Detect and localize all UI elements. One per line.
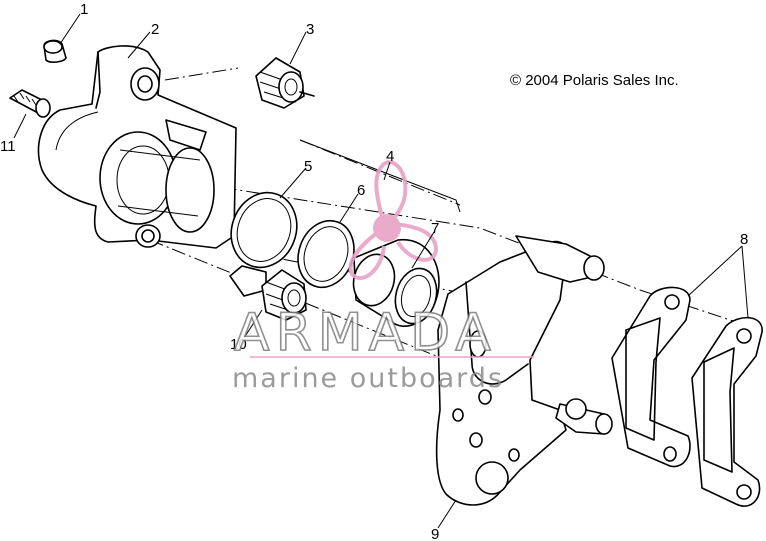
watermark-tagline: marine outboards: [232, 363, 504, 394]
propeller-blade: [374, 160, 408, 224]
callout-6: 6: [357, 182, 365, 199]
propeller-blade: [348, 230, 386, 281]
part-pin-boot-lower: [229, 265, 307, 321]
part-caliper-body: [37, 45, 237, 249]
callout-1: 1: [80, 1, 88, 18]
callout-8: 8: [740, 231, 748, 248]
watermark-propeller-logo: [348, 160, 439, 281]
copyright-notice: © 2004 Polaris Sales Inc.: [510, 72, 679, 89]
callout-2: 2: [151, 21, 159, 38]
callout-labels: 1 2 3 4 5 6 7 8 9 10 11: [0, 1, 748, 541]
part-pin-boot-upper: [255, 57, 315, 109]
callout-9: 9: [431, 526, 439, 541]
callout-10: 10: [230, 336, 247, 353]
callout-11: 11: [0, 138, 16, 155]
callout-leader-lines: [13, 13, 749, 529]
part-bleeder-cap: [43, 39, 67, 63]
part-bleeder-screw: [9, 89, 51, 118]
propeller-blade: [393, 222, 439, 262]
propeller-hub: [373, 214, 401, 242]
watermark-brand: ARMADA: [234, 303, 497, 363]
part-square-seal: [230, 191, 298, 269]
part-seal-kit-outline: [299, 139, 461, 213]
part-caliper-bracket: [435, 235, 613, 506]
callout-5: 5: [304, 158, 312, 175]
part-brake-pads: [611, 286, 763, 507]
callout-4: 4: [386, 148, 394, 165]
watermark: ARMADA marine outboards: [232, 302, 534, 394]
callout-7: 7: [431, 220, 439, 237]
callout-3: 3: [306, 21, 314, 38]
